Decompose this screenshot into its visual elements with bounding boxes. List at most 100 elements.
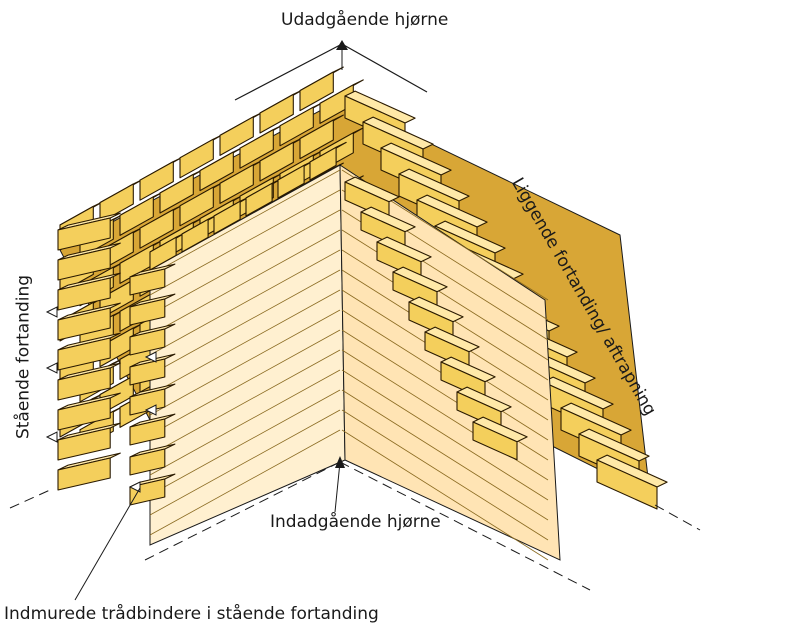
brick-front-face: [472, 421, 518, 461]
brick: [57, 422, 121, 461]
brick-front-face: [129, 298, 166, 326]
brick: [219, 159, 264, 204]
tie-wire-marker: [45, 431, 58, 443]
brick-front-face: [57, 427, 111, 461]
brick: [129, 383, 176, 416]
brick: [596, 454, 668, 510]
dashed-base-left: [9, 489, 51, 509]
label-inner-corner: Indadgående hjørne: [270, 512, 441, 532]
brick: [319, 79, 364, 124]
brick-front-face: [245, 182, 273, 217]
brick-front-face: [129, 268, 166, 296]
brick-front-face: [309, 146, 337, 181]
brick-front-face: [99, 183, 134, 224]
brick-front-face: [239, 129, 274, 169]
mortar-line: [149, 169, 341, 276]
mortar-line: [149, 409, 341, 516]
brick-front-face: [119, 244, 154, 284]
brick: [279, 101, 324, 147]
brick: [57, 452, 121, 491]
brick-front-face: [259, 141, 294, 182]
brick-front-face: [179, 186, 214, 227]
brick-front-face: [149, 236, 177, 271]
brick-front-face: [57, 337, 111, 371]
brick: [129, 293, 176, 326]
brick: [129, 323, 176, 356]
brick: [219, 111, 264, 156]
inner-corner-leader: [334, 461, 341, 513]
brick: [129, 413, 176, 446]
brick-front-face: [57, 277, 111, 311]
brick-front-face: [119, 196, 154, 236]
mortar-line: [149, 329, 341, 436]
tie-wire-marker: [128, 481, 141, 493]
mortar-line: [149, 389, 341, 496]
mortar-line: [341, 429, 549, 561]
brick: [159, 168, 204, 214]
tie-wire-leader: [74, 487, 141, 601]
brick: [149, 231, 187, 271]
brick-front-face: [129, 328, 166, 356]
brick-front-face: [596, 459, 658, 510]
mortar-line: [149, 309, 341, 416]
brick: [57, 332, 121, 371]
brick-front-face: [299, 71, 334, 112]
mortar-line: [149, 289, 341, 396]
brick-front-face: [139, 161, 174, 201]
mortar-line: [149, 369, 341, 476]
brick-front-face: [57, 247, 111, 281]
dashed-base-right: [654, 504, 701, 531]
brick: [57, 362, 121, 401]
brick-front-face: [213, 200, 241, 235]
mortar-line: [149, 429, 341, 536]
mortar-line: [149, 249, 341, 356]
mortar-line: [341, 409, 549, 541]
brick-front-face: [57, 217, 111, 251]
brick: [129, 263, 176, 296]
brick: [199, 146, 244, 192]
brick: [57, 272, 121, 311]
brick-front-face: [57, 397, 111, 431]
brick: [57, 392, 121, 431]
mortar-line: [149, 209, 341, 316]
mortar-line: [341, 229, 549, 361]
front-wall-inner-corner: [45, 141, 561, 561]
label-tie-wires: Indmurede trådbindere i stående fortandi…: [4, 604, 379, 624]
mortar-line: [149, 229, 341, 336]
brick: [139, 204, 184, 249]
label-outer-corner: Udadgående hjørne: [281, 10, 449, 30]
brick: [179, 133, 224, 179]
brick-front-face: [259, 93, 294, 134]
brick-front-face: [299, 119, 334, 160]
brick: [245, 177, 283, 217]
tie-wire-marker: [45, 306, 58, 318]
mortar-line: [341, 389, 549, 521]
brick-front-face: [219, 164, 254, 204]
brick: [259, 88, 304, 134]
brick-front-face: [279, 106, 314, 147]
brick: [57, 212, 121, 251]
brick: [119, 191, 164, 236]
brick-front-face: [57, 367, 111, 401]
brick: [299, 114, 344, 160]
tie-wire-marker: [144, 351, 157, 363]
mortar-line: [341, 369, 549, 501]
brick-front-face: [129, 448, 166, 476]
outer-corner-line-right: [341, 43, 428, 93]
mortar-line: [149, 349, 341, 456]
brick: [299, 66, 344, 112]
brick-front-face: [129, 418, 166, 446]
brick: [309, 141, 347, 181]
brick-front-face: [159, 173, 194, 214]
brick-front-face: [57, 307, 111, 341]
brick: [129, 443, 176, 476]
outer-corner-line-left: [234, 43, 343, 101]
brick-front-face: [139, 209, 174, 249]
brick: [472, 416, 528, 461]
brick: [57, 302, 121, 341]
brick-front-face: [219, 116, 254, 156]
brick-front-face: [277, 164, 305, 199]
dimension-lines: [9, 40, 701, 601]
dashed-base-front-left: [144, 461, 341, 561]
brick-front-face: [319, 84, 354, 124]
